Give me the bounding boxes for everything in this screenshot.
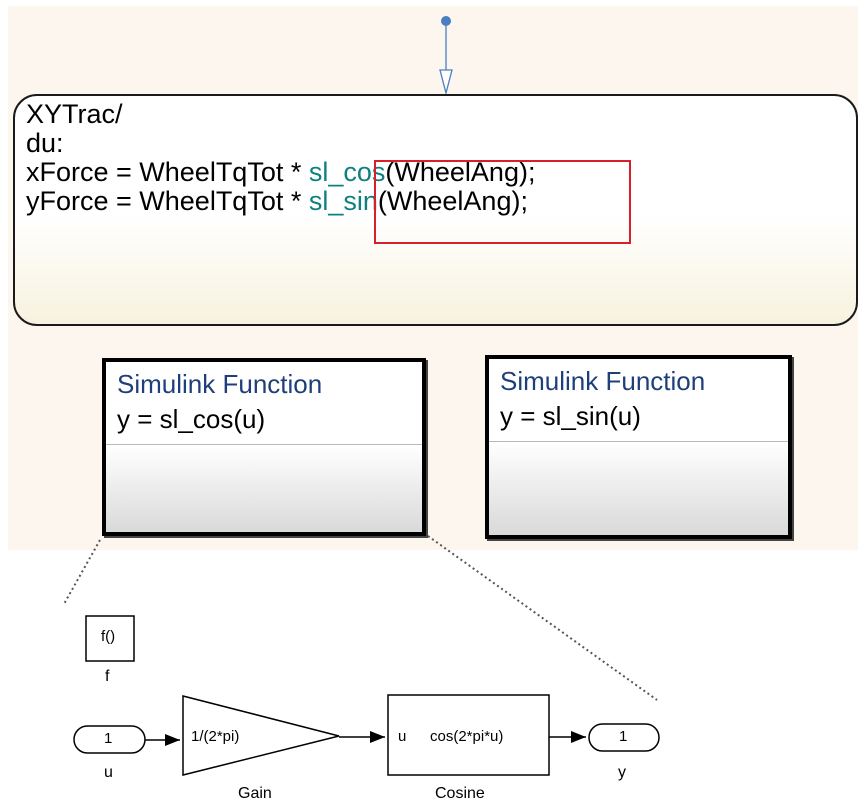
state-action-label: du: bbox=[26, 128, 64, 158]
gain-label: Gain bbox=[238, 785, 272, 802]
function-signature: y = sl_sin(u) bbox=[500, 401, 641, 431]
zoom-guide-right bbox=[427, 535, 658, 701]
cosine-input-port-label: u bbox=[398, 728, 407, 745]
simulink-function-sl-sin[interactable]: Simulink Function y = sl_sin(u) bbox=[485, 355, 792, 539]
function-title: Simulink Function bbox=[500, 366, 706, 396]
xforce-line-suffix: (WheelAng); bbox=[385, 157, 536, 187]
yforce-line-suffix: (WheelAng); bbox=[377, 186, 528, 216]
cosine-block[interactable] bbox=[387, 694, 550, 776]
outport-number: 1 bbox=[619, 728, 628, 745]
function-call-highlight-box bbox=[374, 160, 631, 244]
sl-cos-call: sl_cos bbox=[308, 157, 386, 187]
inport-number: 1 bbox=[104, 730, 113, 747]
function-header: Simulink Function y = sl_sin(u) bbox=[489, 359, 788, 442]
function-header: Simulink Function y = sl_cos(u) bbox=[106, 362, 422, 445]
state-xytrac[interactable]: XYTrac/ du: xForce = WheelTqTot * sl_cos… bbox=[13, 94, 858, 326]
default-transition-dot bbox=[441, 16, 451, 26]
outport-label: y bbox=[618, 764, 626, 781]
inport-label: u bbox=[104, 764, 113, 781]
function-body bbox=[489, 442, 788, 535]
sl-sin-call: sl_sin bbox=[308, 186, 378, 216]
state-name: XYTrac/ bbox=[26, 99, 123, 129]
outport-block[interactable] bbox=[588, 723, 660, 752]
state-label: XYTrac/ du: xForce = WheelTqTot * sl_cos… bbox=[26, 100, 535, 216]
cosine-expression: cos(2*pi*u) bbox=[430, 728, 504, 745]
cosine-label: Cosine bbox=[435, 785, 485, 802]
trigger-block-label: f bbox=[105, 668, 110, 685]
default-transition-arrowhead bbox=[439, 69, 453, 96]
zoom-guide-left bbox=[63, 539, 101, 605]
function-body bbox=[106, 445, 422, 532]
yforce-line-prefix: yForce = WheelTqTot * bbox=[26, 186, 309, 216]
function-title: Simulink Function bbox=[117, 369, 323, 399]
gain-block[interactable] bbox=[182, 695, 340, 776]
trigger-block[interactable] bbox=[85, 615, 135, 662]
function-signature: y = sl_cos(u) bbox=[117, 404, 266, 434]
trigger-block-text: f() bbox=[101, 628, 116, 645]
simulink-function-sl-cos[interactable]: Simulink Function y = sl_cos(u) bbox=[102, 358, 426, 536]
gain-value: 1/(2*pi) bbox=[191, 728, 240, 745]
xforce-line-prefix: xForce = WheelTqTot * bbox=[26, 157, 309, 187]
